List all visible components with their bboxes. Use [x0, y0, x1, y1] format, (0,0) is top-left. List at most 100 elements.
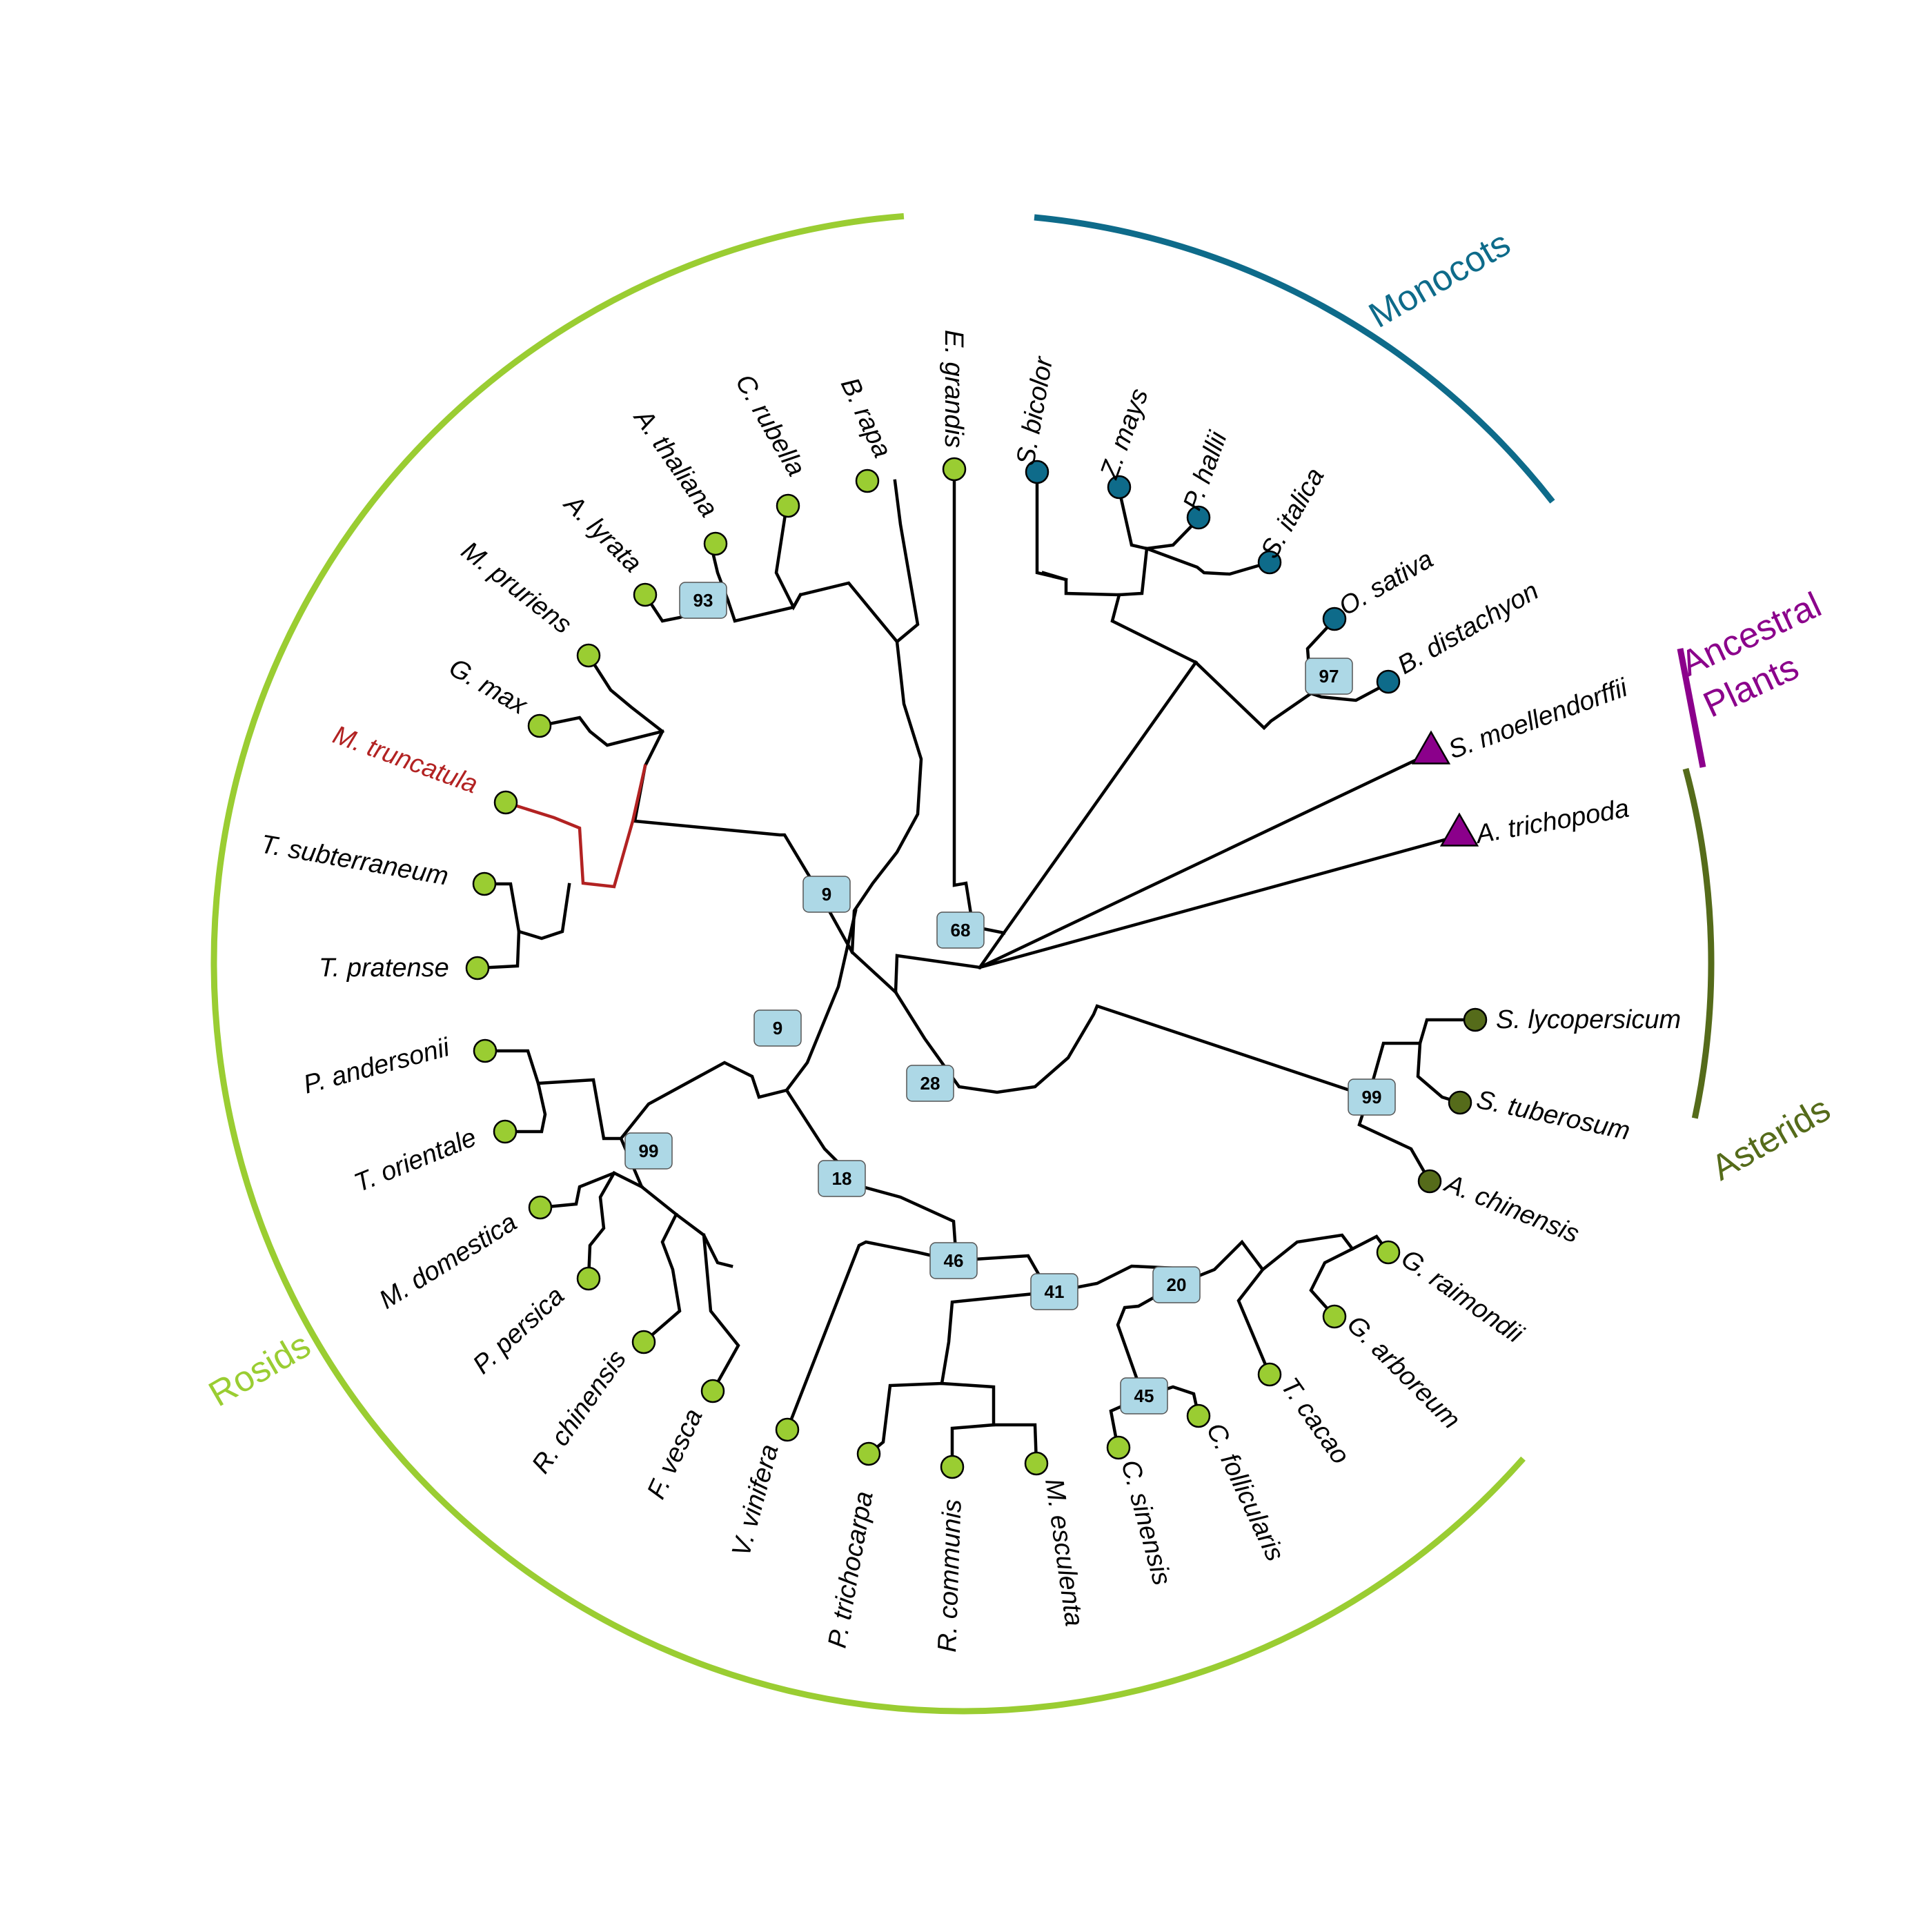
bootstrap-box [1120, 1377, 1168, 1414]
ancestral-branch-atri [978, 834, 1459, 969]
tip-marker-stub [1448, 1090, 1472, 1115]
tip-label-pand: P. andersonii [300, 1033, 453, 1100]
bootstrap-value: 41 [1045, 1281, 1065, 1302]
tip-label-rcom: R. communis [933, 1499, 967, 1653]
tip-marker-atha [703, 531, 728, 556]
tip-label-tpra: T. pratense [319, 954, 449, 983]
r41-branch-c [992, 1423, 1038, 1466]
monocot-branch-e [1145, 546, 1272, 576]
r18-branch-f [702, 1233, 740, 1394]
clade-label-rosids: Rosids [202, 1325, 317, 1414]
r41-branch-b [940, 1381, 996, 1469]
rosid-stem-a [850, 479, 923, 995]
tip-marker-csin [1106, 1435, 1131, 1460]
r20-branch-e [1260, 1233, 1355, 1319]
tip-label-osat: O. sativa [1334, 544, 1439, 621]
r18-branch-c [538, 1171, 644, 1210]
tip-marker-mpru [576, 643, 601, 668]
tip-marker-achi [1417, 1169, 1442, 1194]
bootstrap-value: 20 [1167, 1274, 1187, 1295]
tip-label-mesc: M. esculenta [1039, 1477, 1089, 1628]
bootstrap-value: 99 [639, 1141, 659, 1161]
tip-label-pper: P. persica [467, 1281, 570, 1380]
clade-arcs [210, 213, 1715, 1715]
bootstrap-box [818, 1160, 866, 1197]
bootstrap-node-11: 20 [1152, 1266, 1201, 1303]
tip-label-egra: E. grandis [939, 330, 968, 448]
tip-marker-grai [1376, 1240, 1401, 1265]
tip-marker-mtru [493, 790, 518, 815]
clade-label-asterids: Asterids [1705, 1089, 1837, 1188]
tip-marker-brap [855, 469, 880, 493]
tip-label-bdis: B. distachyon [1393, 576, 1544, 680]
bootstrap-value: 46 [944, 1250, 964, 1271]
bootstrap-value: 9 [822, 884, 831, 905]
tip-label-tori: T. orientale [351, 1123, 481, 1198]
tip-marker-slyc [1463, 1007, 1488, 1032]
tip-marker-fves [700, 1379, 725, 1403]
r18-branch-b [619, 1136, 733, 1268]
bootstrap-value: 99 [1362, 1087, 1382, 1107]
bootstrap-node-10: 41 [1030, 1273, 1078, 1310]
ancestral-plants-bar [1677, 648, 1706, 768]
bootstrap-value: 45 [1134, 1386, 1154, 1406]
r18-branch-a [503, 1081, 547, 1134]
tip-marker-zmay [1107, 475, 1132, 500]
r18-stem [483, 909, 858, 1141]
tip-label-csin: C. sinensis [1115, 1457, 1176, 1588]
bootstrap-value: 28 [920, 1073, 940, 1094]
fab-branch-c [475, 929, 521, 970]
lower-stem [784, 1087, 958, 1263]
tip-label-atri: A. trichopoda [1472, 794, 1631, 850]
tip-marker-bdis [1376, 669, 1401, 694]
tip-marker-gmax [527, 713, 552, 738]
monocot-branch-b [1035, 474, 1068, 582]
bootstrap-value: 93 [693, 590, 713, 611]
tip-label-garb: G. arboreum [1341, 1310, 1466, 1435]
bootstrap-node-8: 18 [818, 1160, 866, 1197]
bootstrap-node-5: 9 [753, 1009, 802, 1047]
tip-marker-ptri [856, 1441, 881, 1466]
tip-marker-tsub [472, 871, 497, 896]
tip-label-brap: B. rapa [835, 373, 897, 462]
tip-label-vvin: V. vinifera [727, 1441, 785, 1559]
r18-branch-d [586, 1170, 617, 1281]
rosids-arc [210, 213, 1526, 1715]
fab-branch-b [482, 882, 571, 940]
monocot-branch-f [1193, 660, 1391, 731]
bootstrap-box [906, 1065, 954, 1102]
tip-label-gmax: G. max [444, 653, 533, 721]
tip-label-rchi: R. chinensis [526, 1346, 632, 1479]
egrandis-branch [952, 471, 1006, 935]
clade-label-monocots: Monocots [1362, 224, 1517, 336]
tip-label-mpru: M. pruriens [455, 536, 577, 640]
bootstrap-box [936, 911, 985, 949]
tip-marker-rchi [631, 1330, 656, 1354]
bootstrap-node-13: 99 [624, 1132, 673, 1170]
bootstrap-box [929, 1242, 978, 1279]
tip-marker-phal [1186, 505, 1211, 530]
tip-label-zmay: Z. mays [1095, 385, 1154, 483]
bootstrap-node-6: 28 [906, 1065, 954, 1102]
bootstrap-box [679, 582, 727, 619]
tip-label-slyc: S. lycopersicum [1496, 1005, 1681, 1034]
tip-markers [465, 457, 1488, 1479]
tip-label-mdom: M. domestica [375, 1208, 522, 1314]
monocot-stem [977, 660, 1199, 970]
bootstrap-value: 97 [1319, 666, 1339, 687]
tip-marker-cfol [1186, 1403, 1211, 1428]
tip-marker-tori [493, 1119, 518, 1144]
bootstrap-box [1030, 1273, 1078, 1310]
tip-marker-atri [1439, 812, 1479, 847]
tip-marker-mdom [528, 1195, 553, 1220]
bootstrap-node-7: 99 [1348, 1078, 1396, 1116]
bootstrap-box [1305, 658, 1353, 695]
tip-marker-pand [473, 1038, 497, 1063]
tip-marker-smoe [1411, 730, 1451, 765]
tip-label-alyr: A. lyrata [558, 489, 647, 578]
tip-marker-egra [942, 457, 967, 482]
